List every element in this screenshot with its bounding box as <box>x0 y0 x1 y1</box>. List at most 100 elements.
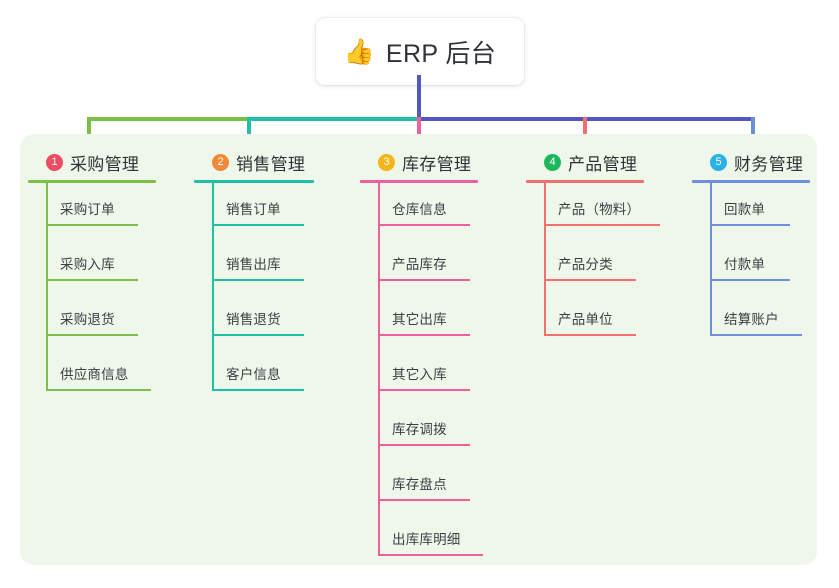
leaf-item-rule <box>378 389 470 391</box>
leaf-item[interactable]: 产品分类 <box>544 247 636 281</box>
column-3: 3 库存管理仓库信息产品库存其它出库其它入库库存调拨库存盘点出库库明细 <box>360 150 483 556</box>
leaf-item-label: 采购订单 <box>60 202 115 217</box>
column-title-4: 产品管理 <box>568 154 638 174</box>
rail-segment-teal <box>247 117 417 121</box>
column-rule-5 <box>692 180 810 183</box>
column-spine-2 <box>212 183 214 391</box>
diagram-panel <box>20 134 817 565</box>
leaf-item-label: 产品单位 <box>558 312 613 327</box>
column-badge-4: 4 <box>544 153 561 171</box>
leaf-item[interactable]: 库存盘点 <box>378 467 470 501</box>
drop-inventory <box>417 117 421 147</box>
trunk-connector <box>417 75 421 121</box>
drop-purchase <box>87 117 91 147</box>
column-header-3[interactable]: 3 库存管理 <box>360 150 471 174</box>
leaf-item-label: 销售退货 <box>226 312 281 327</box>
leaf-item-rule <box>378 224 470 226</box>
column-1: 1 采购管理采购订单采购入库采购退货供应商信息 <box>28 150 156 391</box>
leaf-item-rule <box>212 279 304 281</box>
rail-segment-green <box>87 117 247 121</box>
column-header-5[interactable]: 5 财务管理 <box>692 150 803 174</box>
leaf-item-rule <box>212 389 304 391</box>
leaf-item-rule <box>710 279 790 281</box>
leaf-item[interactable]: 采购退货 <box>46 302 138 336</box>
column-badge-3: 3 <box>378 153 395 171</box>
root-node-card[interactable]: 👍 ERP 后台 <box>316 18 524 85</box>
leaf-item-rule <box>212 224 304 226</box>
leaf-item-rule <box>544 224 660 226</box>
leaf-item-rule <box>710 334 802 336</box>
drop-finance <box>751 117 755 147</box>
leaf-item-rule <box>378 334 470 336</box>
leaf-item-label: 其它入库 <box>392 367 447 382</box>
column-title-3: 库存管理 <box>402 154 472 174</box>
leaf-item[interactable]: 采购入库 <box>46 247 138 281</box>
leaf-item-label: 供应商信息 <box>60 367 129 382</box>
leaf-item[interactable]: 仓库信息 <box>378 192 470 226</box>
leaf-item-rule <box>212 334 304 336</box>
column-badge-5: 5 <box>710 153 727 171</box>
leaf-item-label: 产品分类 <box>558 257 613 272</box>
leaf-item[interactable]: 销售订单 <box>212 192 304 226</box>
leaf-item-rule <box>378 554 483 556</box>
column-title-5: 财务管理 <box>734 154 804 174</box>
leaf-item-rule <box>710 224 790 226</box>
column-spine-5 <box>710 183 712 336</box>
leaf-item-rule <box>378 499 470 501</box>
leaf-item-label: 采购退货 <box>60 312 115 327</box>
leaf-item-label: 回款单 <box>724 202 766 217</box>
leaf-item-label: 库存盘点 <box>392 477 447 492</box>
column-spine-3 <box>378 183 380 556</box>
leaf-item[interactable]: 出库库明细 <box>378 522 483 556</box>
leaf-item-rule <box>378 279 470 281</box>
column-rule-3 <box>360 180 478 183</box>
leaf-item-rule <box>378 444 470 446</box>
column-header-1[interactable]: 1 采购管理 <box>28 150 139 174</box>
leaf-item-label: 销售订单 <box>226 202 281 217</box>
column-5: 5 财务管理回款单付款单结算账户 <box>692 150 810 336</box>
leaf-item[interactable]: 产品（物料） <box>544 192 660 226</box>
leaf-item[interactable]: 结算账户 <box>710 302 802 336</box>
leaf-item[interactable]: 其它出库 <box>378 302 470 336</box>
column-badge-2: 2 <box>212 153 229 171</box>
leaf-item-rule <box>46 389 151 391</box>
thumbs-up-icon: 👍 <box>343 37 375 66</box>
column-rule-2 <box>194 180 314 183</box>
leaf-item[interactable]: 供应商信息 <box>46 357 151 391</box>
leaf-item-rule <box>46 279 138 281</box>
leaf-item[interactable]: 销售出库 <box>212 247 304 281</box>
column-header-4[interactable]: 4 产品管理 <box>526 150 637 174</box>
leaf-item-rule <box>46 224 138 226</box>
drop-product <box>583 117 587 147</box>
column-spine-4 <box>544 183 546 336</box>
leaf-item[interactable]: 产品单位 <box>544 302 636 336</box>
leaf-item-label: 其它出库 <box>392 312 447 327</box>
leaf-item[interactable]: 采购订单 <box>46 192 138 226</box>
leaf-item-label: 采购入库 <box>60 257 115 272</box>
column-rule-4 <box>526 180 644 183</box>
leaf-item-label: 结算账户 <box>724 312 779 327</box>
leaf-item[interactable]: 客户信息 <box>212 357 304 391</box>
leaf-item-label: 出库库明细 <box>392 532 461 547</box>
column-rule-1 <box>28 180 156 183</box>
leaf-item[interactable]: 产品库存 <box>378 247 470 281</box>
root-node-title: ERP 后台 <box>385 39 497 68</box>
leaf-item-label: 产品（物料） <box>558 202 641 217</box>
leaf-item[interactable]: 付款单 <box>710 247 790 281</box>
column-badge-1: 1 <box>46 153 63 171</box>
column-title-1: 采购管理 <box>70 154 140 174</box>
leaf-item-rule <box>46 334 138 336</box>
leaf-item-label: 客户信息 <box>226 367 281 382</box>
leaf-item[interactable]: 回款单 <box>710 192 790 226</box>
leaf-item[interactable]: 销售退货 <box>212 302 304 336</box>
leaf-item-label: 付款单 <box>724 257 766 272</box>
leaf-item[interactable]: 库存调拨 <box>378 412 470 446</box>
leaf-item-label: 库存调拨 <box>392 422 447 437</box>
leaf-item-rule <box>544 279 636 281</box>
leaf-item[interactable]: 其它入库 <box>378 357 470 391</box>
leaf-item-label: 产品库存 <box>392 257 447 272</box>
drop-sales <box>247 117 251 147</box>
leaf-item-label: 仓库信息 <box>392 202 447 217</box>
leaf-item-label: 销售出库 <box>226 257 281 272</box>
